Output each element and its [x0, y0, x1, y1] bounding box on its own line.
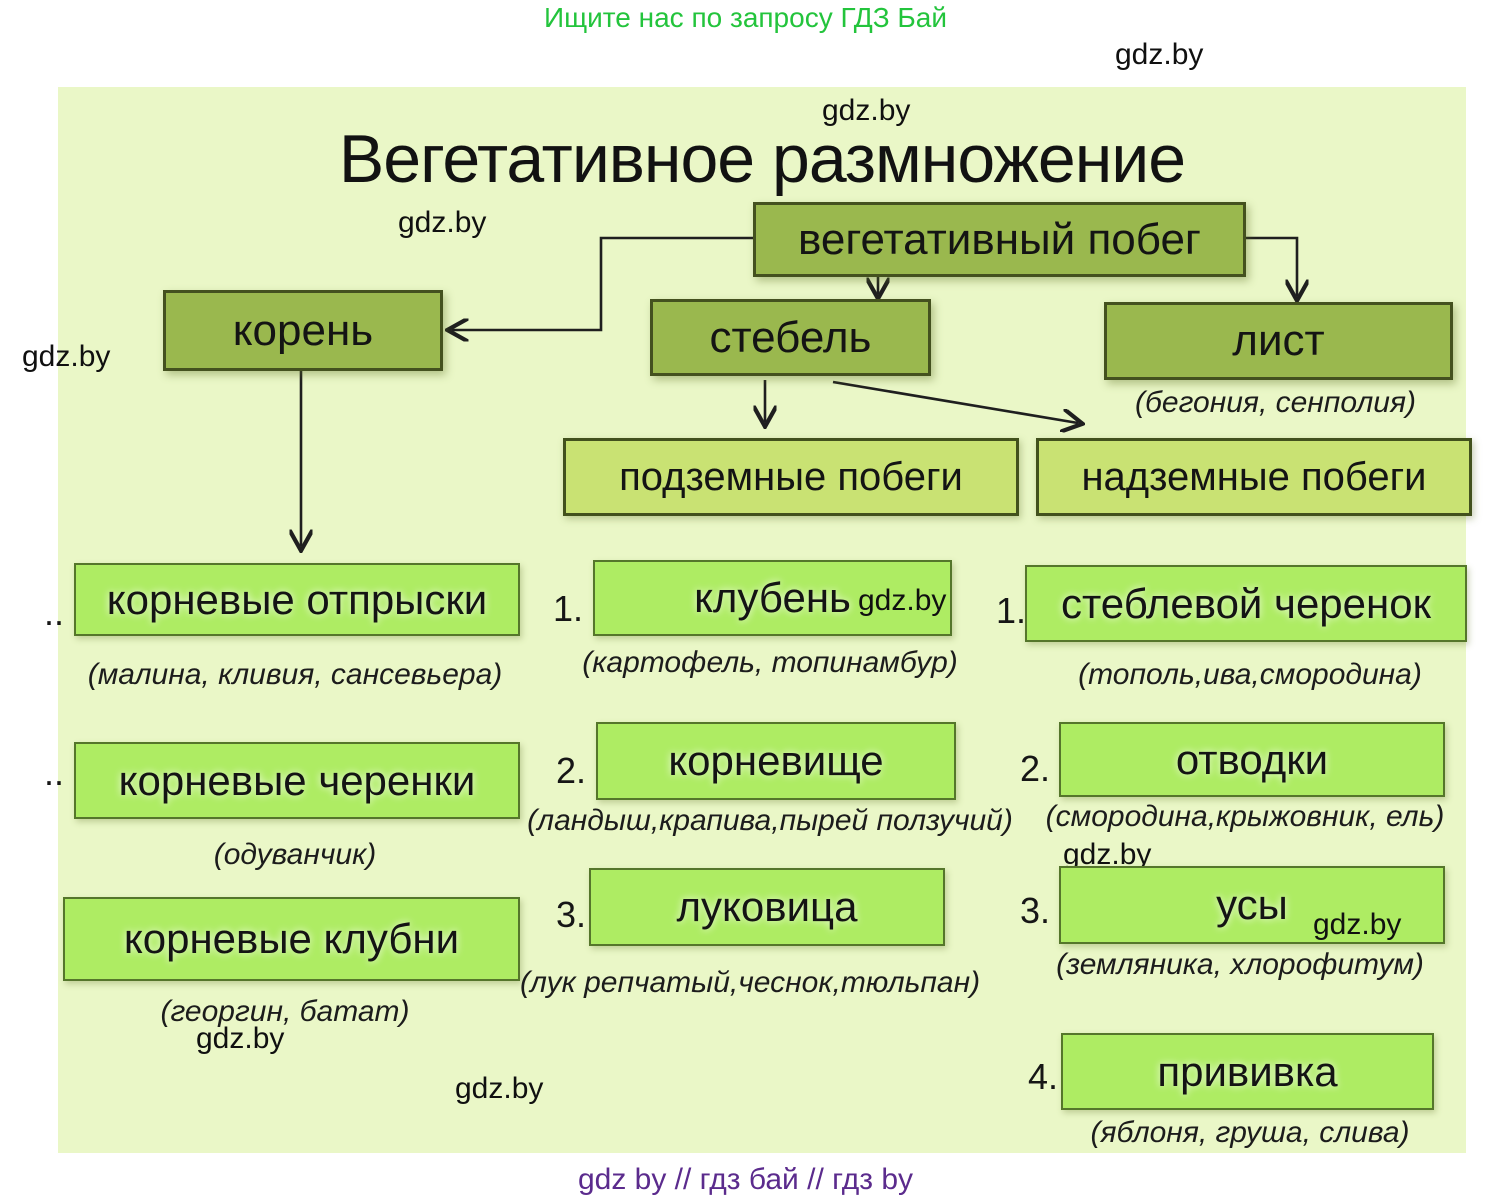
node-stem-cutting: стеблевой черенок — [1025, 565, 1467, 642]
node-runners: усы — [1059, 866, 1445, 944]
node-root: корень — [163, 290, 443, 371]
node-layering: отводки — [1059, 722, 1445, 797]
footer-watermark: gdz by // гдз бай // гдз by — [577, 1163, 914, 1196]
node-tuber: клубень — [593, 560, 952, 636]
diagram-title: Вегетативное размножение — [338, 121, 1186, 197]
item-number: 3. — [556, 894, 587, 935]
node-root-cuttings: корневые черенки — [74, 742, 520, 819]
node-bulb: луковица — [589, 868, 945, 946]
node-stem: стебель — [650, 299, 931, 376]
node-root-tubers: корневые клубни — [63, 897, 520, 981]
node-vegetative-shoot: вегетативный побег — [753, 202, 1246, 277]
leaf-examples: (бегония, сенполия) — [1135, 386, 1416, 419]
watermark: gdz.by — [455, 1072, 544, 1105]
item-number: .. — [44, 752, 65, 793]
root-tubers-examples: (георгин, батат) — [160, 995, 410, 1028]
root-cuttings-examples: (одуванчик) — [213, 838, 377, 871]
watermark: gdz.by — [398, 206, 487, 239]
layering-examples: (смородина,крыжовник, ель) — [1045, 800, 1445, 833]
watermark: gdz.by — [196, 1022, 285, 1055]
watermark: gdz.by — [1115, 38, 1204, 71]
stem-cutting-examples: (тополь,ива,смородина) — [1078, 658, 1422, 691]
bulb-examples: (лук репчатый,чеснок,тюльпан) — [520, 966, 981, 999]
watermark: gdz.by — [22, 340, 111, 373]
node-aboveground-shoots: надземные побеги — [1036, 438, 1472, 516]
node-root-suckers: корневые отпрыски — [74, 563, 520, 636]
item-number: 1. — [553, 588, 584, 629]
item-number: 1. — [996, 590, 1027, 631]
node-rhizome: корневище — [596, 722, 956, 800]
item-number: 2. — [556, 750, 587, 791]
item-number: 2. — [1020, 748, 1051, 789]
root-suckers-examples: (малина, кливия, сансевьера) — [87, 658, 503, 691]
item-number: .. — [44, 592, 65, 633]
watermark: gdz.by — [822, 94, 911, 127]
runners-examples: (земляника, хлорофитум) — [1056, 948, 1424, 981]
watermark: gdz.by — [858, 584, 947, 617]
promo-banner: Ищите нас по запросу ГДЗ Бай — [543, 2, 948, 33]
node-grafting: прививка — [1061, 1033, 1434, 1110]
rhizome-examples: (ландыш,крапива,пырей ползучий) — [527, 804, 1013, 837]
watermark: gdz.by — [1063, 838, 1152, 871]
grafting-examples: (яблоня, груша, слива) — [1090, 1116, 1410, 1149]
item-number: 4. — [1028, 1056, 1059, 1097]
node-leaf: лист — [1104, 302, 1453, 380]
node-underground-shoots: подземные побеги — [563, 438, 1019, 516]
item-number: 3. — [1020, 890, 1051, 931]
tuber-examples: (картофель, топинамбур) — [582, 646, 958, 679]
watermark: gdz.by — [1313, 908, 1402, 941]
